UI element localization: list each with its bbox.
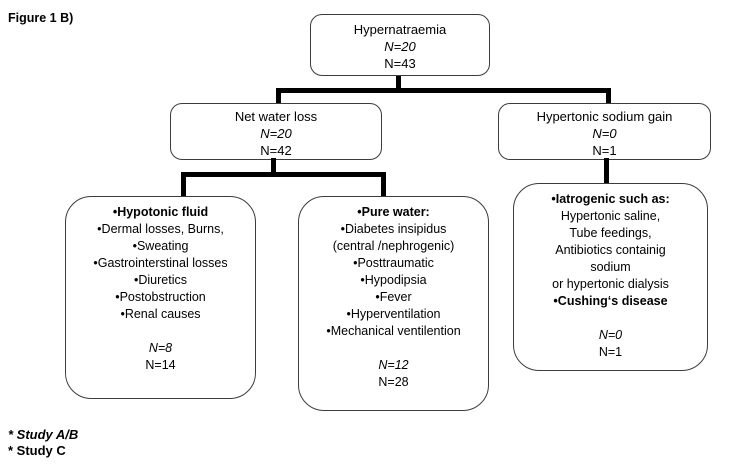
list-item: •Diuretics xyxy=(134,273,187,287)
n-study-c: N=1 xyxy=(592,143,617,158)
connector-net-water-stub xyxy=(271,158,276,176)
n-study-ab: N=20 xyxy=(384,39,416,54)
list-item: Tube feedings, xyxy=(569,226,652,240)
node-hypertonic-sodium-gain: Hypertonic sodium gain N=0 N=1 xyxy=(498,103,711,160)
n-study-c: N=1 xyxy=(598,345,623,359)
spacer xyxy=(299,340,488,357)
connector-drop-net-water-loss xyxy=(276,88,281,104)
list-item: •Renal causes xyxy=(120,307,201,321)
node-title: Net water loss xyxy=(234,109,318,124)
connector-root-hbar xyxy=(276,88,611,93)
connector-drop-iatrogenic xyxy=(604,158,609,184)
list-item: •Hypodipsia xyxy=(360,273,427,287)
list-item: or hypertonic dialysis xyxy=(552,277,669,291)
n-study-ab: N=0 xyxy=(598,328,623,342)
list-item: •Hyperventilation xyxy=(346,307,441,321)
list-item: Antibiotics containig xyxy=(555,243,666,257)
node-heading: •Pure water: xyxy=(357,205,430,219)
node-title: Hypertonic sodium gain xyxy=(536,109,673,124)
n-study-c: N=28 xyxy=(378,375,409,389)
list-item: •Posttraumatic xyxy=(353,256,434,270)
n-study-ab: N=12 xyxy=(378,358,409,372)
connector-drop-hypotonic-fluid xyxy=(181,172,186,197)
connector-drop-pure-water xyxy=(381,172,386,197)
node-heading-secondary: •Cushing‘s disease xyxy=(553,294,668,308)
n-study-ab: N=20 xyxy=(260,126,292,141)
spacer xyxy=(514,310,707,327)
spacer xyxy=(66,323,255,340)
node-hypernatraemia: Hypernatraemia N=20 N=43 xyxy=(310,14,490,76)
footnotes: * Study A/B * Study C xyxy=(8,427,78,459)
node-net-water-loss: Net water loss N=20 N=42 xyxy=(170,103,382,160)
list-item: •Diabetes insipidus xyxy=(340,222,447,236)
list-item: •Sweating xyxy=(132,239,189,253)
figure-label: Figure 1 B) xyxy=(8,11,74,25)
node-heading: •Iatrogenic such as: xyxy=(551,192,670,206)
node-hypotonic-fluid: •Hypotonic fluid •Dermal losses, Burns, … xyxy=(65,196,256,399)
footnote-study-c: * Study C xyxy=(8,443,66,458)
node-iatrogenic: •Iatrogenic such as: Hypertonic saline, … xyxy=(513,183,708,371)
footnote-study-ab: * Study A/B xyxy=(8,427,79,442)
n-study-c: N=43 xyxy=(384,56,416,71)
list-item: •Mechanical ventilention xyxy=(326,324,461,338)
list-item: (central /nephrogenic) xyxy=(332,239,455,253)
list-item: Hypertonic saline, xyxy=(560,209,661,223)
n-study-c: N=42 xyxy=(260,143,292,158)
list-item: •Dermal losses, Burns, xyxy=(97,222,224,236)
node-title: Hypernatraemia xyxy=(353,22,447,37)
connector-drop-sodium-gain xyxy=(606,88,611,104)
list-item: sodium xyxy=(590,260,631,274)
n-study-ab: N=8 xyxy=(148,341,173,355)
n-study-ab: N=0 xyxy=(592,126,617,141)
connector-root-stub xyxy=(396,76,401,90)
connector-net-water-hbar xyxy=(181,172,386,177)
node-pure-water: •Pure water: •Diabetes insipidus (centra… xyxy=(298,196,489,411)
list-item: •Fever xyxy=(375,290,412,304)
node-heading: •Hypotonic fluid xyxy=(112,205,209,219)
list-item: •Gastrointerstinal losses xyxy=(93,256,228,270)
n-study-c: N=14 xyxy=(145,358,176,372)
list-item: •Postobstruction xyxy=(115,290,206,304)
